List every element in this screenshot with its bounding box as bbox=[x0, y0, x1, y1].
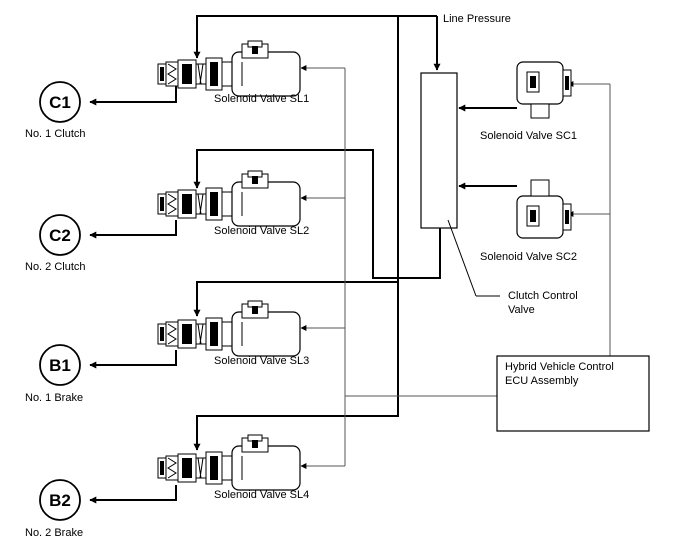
ecu-label-2: ECU Assembly bbox=[505, 375, 579, 387]
element-b2-symbol: B2 bbox=[39, 479, 81, 521]
line-pressure-lines bbox=[193, 15, 517, 451]
solenoid-valve-sc2-symbol bbox=[516, 195, 572, 239]
solenoid-valve-sl2-symbol bbox=[157, 170, 301, 227]
ecu-label-1: Hybrid Vehicle Control bbox=[505, 361, 614, 373]
element-b2-caption: No. 2 Brake bbox=[25, 527, 84, 539]
line-pressure-label: Line Pressure bbox=[443, 13, 511, 25]
ecu-assembly-box bbox=[496, 355, 650, 432]
solenoid-sl1-label: Solenoid Valve SL1 bbox=[214, 93, 310, 105]
clutch-control-valve-leader bbox=[447, 219, 477, 297]
element-b2-text: B2 bbox=[49, 491, 71, 510]
solenoid-sc2-label: Solenoid Valve SC2 bbox=[480, 251, 578, 263]
solenoid-sl4-label: Solenoid Valve SL4 bbox=[214, 489, 310, 501]
solenoid-sc1-label: Solenoid Valve SC1 bbox=[480, 130, 578, 142]
element-b1-caption: No. 1 Brake bbox=[25, 392, 84, 404]
clutch-control-valve-label-2: Valve bbox=[508, 304, 535, 316]
solenoid-valve-sl3-symbol bbox=[157, 300, 301, 357]
solenoid-valve-sl4-symbol bbox=[157, 434, 301, 491]
element-b1-symbol: B1 bbox=[39, 344, 81, 386]
solenoid-valve-sc1-symbol bbox=[516, 61, 572, 105]
solenoid-valve-sl1-symbol bbox=[157, 40, 301, 97]
element-b1-text: B1 bbox=[49, 356, 71, 375]
ecu-signal-lines bbox=[300, 65, 611, 469]
element-c1-caption: No. 1 Clutch bbox=[25, 128, 86, 140]
output-lines bbox=[89, 86, 177, 504]
clutch-control-valve bbox=[420, 72, 458, 229]
solenoid-sl2-label: Solenoid Valve SL2 bbox=[214, 225, 310, 237]
element-c2-caption: No. 2 Clutch bbox=[25, 261, 86, 273]
clutch-control-valve-label-1: Clutch Control bbox=[508, 290, 578, 302]
element-c1-symbol: C1 bbox=[39, 81, 81, 123]
element-c2-text: C2 bbox=[49, 226, 71, 245]
element-c2-symbol: C2 bbox=[39, 214, 81, 256]
element-c1-text: C1 bbox=[49, 93, 71, 112]
solenoid-sl3-label: Solenoid Valve SL3 bbox=[214, 355, 310, 367]
